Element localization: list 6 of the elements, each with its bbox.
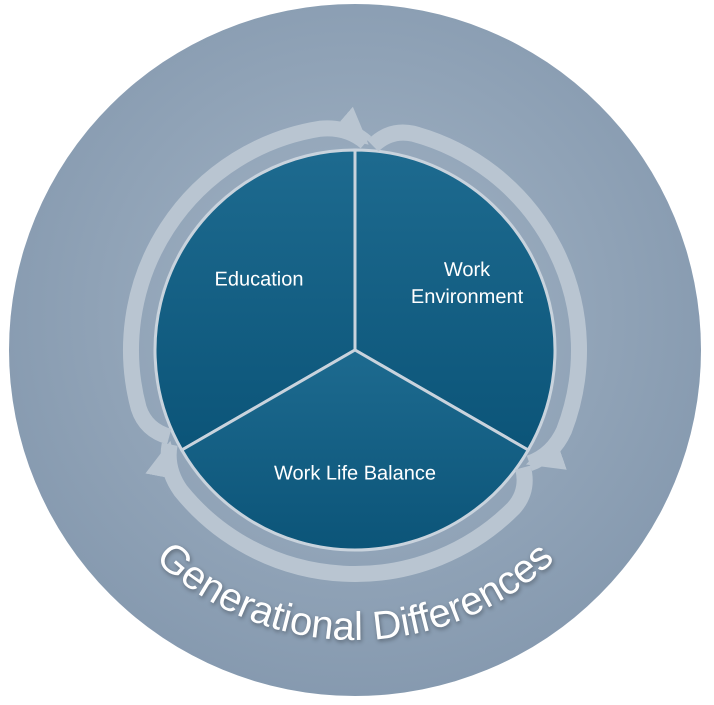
sector-label: Work Environment xyxy=(410,258,524,310)
cycle-arrow xyxy=(146,440,533,582)
cycle-arrow xyxy=(368,124,587,471)
sector-label: Work Life Balance xyxy=(273,462,437,486)
sector-label: Education xyxy=(214,268,304,292)
cycle-arrow xyxy=(123,107,371,444)
